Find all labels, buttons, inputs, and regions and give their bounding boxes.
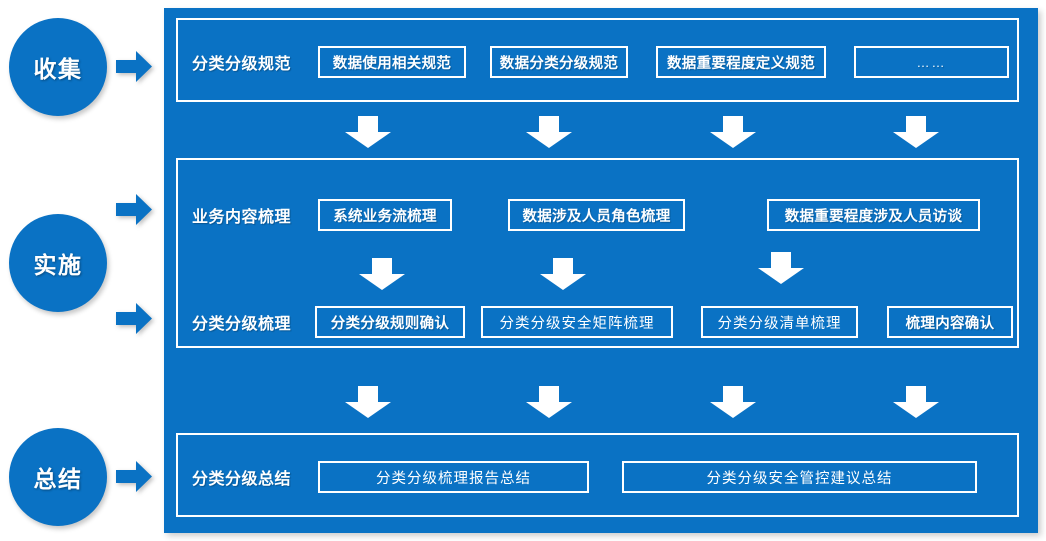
row-label-summary: 分类分级总结 [192,471,292,488]
row-label-classify: 分类分级梳理 [192,316,292,333]
arrow-right-icon-implement-lower [116,303,152,334]
stage-label-summary: 总结 [33,466,83,492]
item-box-summary-0[interactable]: 分类分级梳理报告总结 [318,461,589,493]
arrow-right-icon-collect [116,51,152,82]
stage-circle-summary[interactable]: 总结 [9,428,107,526]
arrow-down-icon-business-1 [540,258,586,290]
stage-circle-collect[interactable]: 收集 [9,18,107,116]
item-box-business-0[interactable]: 系统业务流梳理 [318,199,452,231]
arrow-down-icon-spec-0 [345,116,391,148]
arrow-right-icon-summary [116,461,152,492]
stage-label-collect: 收集 [33,56,83,82]
item-box-classify-2[interactable]: 分类分级清单梳理 [701,306,858,338]
item-box-spec-3[interactable]: …… [854,46,1009,78]
arrow-down-icon-spec-1 [526,116,572,148]
row-label-spec: 分类分级规范 [192,56,292,73]
item-box-business-2[interactable]: 数据重要程度涉及人员访谈 [767,199,980,231]
group-box-summary: 分类分级总结 分类分级梳理报告总结 分类分级安全管控建议总结 [176,433,1019,517]
arrow-down-icon-spec-2 [710,116,756,148]
item-box-spec-2[interactable]: 数据重要程度定义规范 [656,46,826,78]
item-box-spec-0[interactable]: 数据使用相关规范 [318,46,466,78]
arrow-down-icon-classify-0 [345,386,391,418]
arrow-down-icon-business-2 [758,252,804,284]
item-box-summary-1[interactable]: 分类分级安全管控建议总结 [622,461,977,493]
arrow-down-icon-classify-1 [526,386,572,418]
group-box-implement: 业务内容梳理 系统业务流梳理 数据涉及人员角色梳理 数据重要程度涉及人员访谈 [176,158,1019,348]
process-panel: 分类分级规范 数据使用相关规范 数据分类分级规范 数据重要程度定义规范 …… [164,8,1038,533]
item-box-spec-1[interactable]: 数据分类分级规范 [490,46,628,78]
item-box-classify-0[interactable]: 分类分级规则确认 [315,306,465,338]
item-box-business-1[interactable]: 数据涉及人员角色梳理 [508,199,685,231]
item-box-classify-3[interactable]: 梳理内容确认 [887,306,1013,338]
row-label-business: 业务内容梳理 [192,209,292,226]
arrow-down-icon-spec-3 [893,116,939,148]
group-box-spec: 分类分级规范 数据使用相关规范 数据分类分级规范 数据重要程度定义规范 …… [176,18,1019,102]
arrow-down-icon-classify-2 [710,386,756,418]
arrow-down-icon-classify-3 [893,386,939,418]
item-box-classify-1[interactable]: 分类分级安全矩阵梳理 [481,306,673,338]
stage-label-implement: 实施 [33,252,83,278]
arrow-right-icon-implement-upper [116,194,152,225]
arrow-down-icon-business-0 [359,258,405,290]
stage-circle-implement[interactable]: 实施 [9,214,107,312]
